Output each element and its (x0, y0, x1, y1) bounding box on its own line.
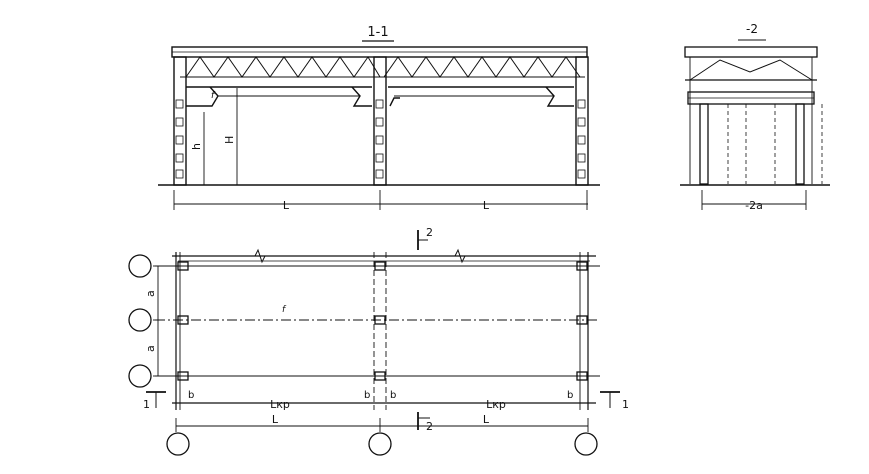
section-note: f (211, 91, 216, 101)
roof-truss (180, 56, 585, 78)
section2-column-right (795, 103, 805, 185)
grid-axis-marker (128, 364, 152, 388)
clearance-b-label: b (364, 390, 370, 401)
plan-column (576, 371, 588, 381)
section-2-2: -2 -2a (680, 22, 830, 212)
grid-axis-marker (128, 254, 152, 278)
column-middle (373, 56, 387, 186)
section-1-1: 1-1 (158, 25, 600, 212)
section-2-2-title: -2 (746, 22, 758, 36)
crane-span-left-label: Lкр (270, 398, 290, 411)
span-left-label: L (283, 199, 290, 212)
crane-right (388, 86, 574, 107)
section2-column-left (699, 103, 709, 185)
span-right-label: L (483, 199, 490, 212)
column-left (173, 56, 187, 186)
plan-span-left-label: L (272, 413, 279, 426)
clearance-b-label: b (567, 390, 573, 401)
section-1-1-title: 1-1 (367, 25, 388, 40)
grid-axis-marker (166, 432, 190, 456)
column-right (575, 56, 589, 186)
plan-column (576, 315, 588, 325)
label-h: h (190, 143, 203, 150)
plan-column (374, 315, 386, 325)
plan-span-right-label: L (483, 413, 490, 426)
grid-axis-marker (574, 432, 598, 456)
plan-column (177, 315, 189, 325)
bay-a-lower-label: a (144, 345, 157, 352)
plan-column (177, 261, 189, 271)
plan-column (177, 371, 189, 381)
clearance-b-label: b (390, 390, 396, 401)
section2-bay-label: -2a (745, 199, 763, 212)
plan-note: f (282, 305, 287, 315)
grid-axis-marker (128, 308, 152, 332)
plan-column (374, 371, 386, 381)
cut-1-left-label: 1 (143, 398, 150, 411)
plan-column (576, 261, 588, 271)
crane-span-right-label: Lкр (486, 398, 506, 411)
plan-column (374, 261, 386, 271)
plan-view: a a 1 1 2 2 b b b b Lкр Lкр L L f (128, 226, 629, 456)
grid-axis-marker (368, 432, 392, 456)
cut-2-top-label: 2 (426, 226, 433, 239)
cut-1-right-label: 1 (622, 398, 629, 411)
clearance-b-label: b (188, 390, 194, 401)
crane-left (186, 86, 372, 107)
bay-a-upper-label: a (144, 290, 157, 297)
label-H: H (223, 136, 236, 144)
cut-2-bottom-label: 2 (426, 420, 433, 433)
